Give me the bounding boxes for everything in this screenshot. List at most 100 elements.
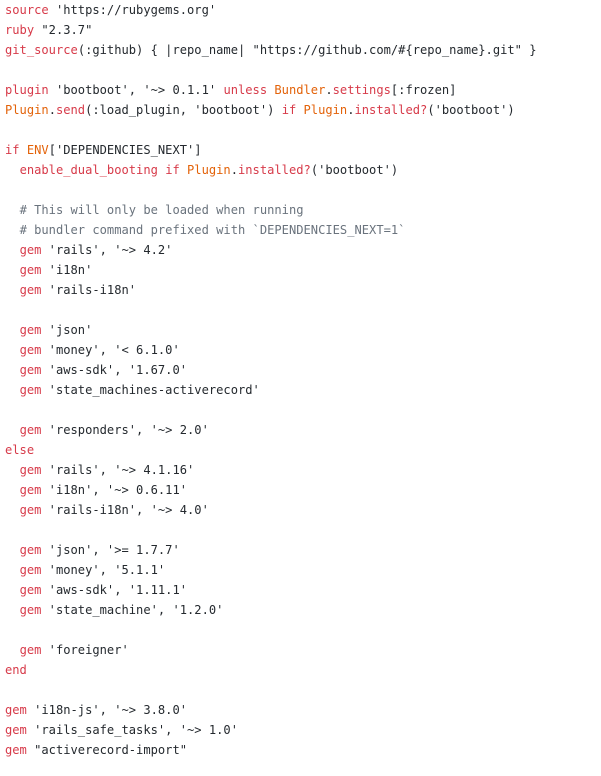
- text-token: (:load_plugin, 'bootboot'): [85, 103, 282, 117]
- keyword-token: gem: [19, 263, 42, 277]
- code-line: gem 'i18n', '~> 0.6.11': [5, 480, 601, 500]
- text-token: [5, 163, 20, 177]
- text-token: 'state_machine', '1.2.0': [41, 603, 224, 617]
- text-token: .: [230, 163, 238, 177]
- code-line: Plugin.send(:load_plugin, 'bootboot') if…: [5, 100, 601, 120]
- text-token: 'rails', '~> 4.1.16': [41, 463, 195, 477]
- text-token: 'rails-i18n', '~> 4.0': [41, 503, 209, 517]
- keyword-token: gem: [5, 743, 27, 757]
- text-token: [5, 383, 20, 397]
- code-line: gem 'rails_safe_tasks', '~> 1.0': [5, 720, 601, 740]
- code-line: gem 'json', '>= 1.7.7': [5, 540, 601, 560]
- keyword-token: gem: [19, 283, 42, 297]
- text-token: [296, 103, 303, 117]
- text-token: [5, 243, 20, 257]
- keyword-token: gem: [19, 483, 42, 497]
- text-token: 'aws-sdk', '1.11.1': [41, 583, 188, 597]
- text-token: 'i18n-js', '~> 3.8.0': [26, 703, 188, 717]
- code-line: gem 'rails', '~> 4.2': [5, 240, 601, 260]
- code-line: else: [5, 440, 601, 460]
- keyword-token: if: [165, 163, 180, 177]
- code-line: gem 'foreigner': [5, 640, 601, 660]
- keyword-token: gem: [19, 503, 42, 517]
- text-token: "2.3.7": [34, 23, 93, 37]
- text-token: 'i18n': [41, 263, 93, 277]
- text-token: [5, 483, 20, 497]
- code-line: [5, 120, 601, 140]
- text-token: 'https://rubygems.org': [48, 3, 217, 17]
- text-token: [5, 643, 20, 657]
- code-line: if ENV['DEPENDENCIES_NEXT']: [5, 140, 601, 160]
- code-line: end: [5, 660, 601, 680]
- constant-token: Bundler: [274, 83, 326, 97]
- text-token: (:github) { |repo_name| "https://github.…: [77, 43, 537, 57]
- text-token: [5, 323, 20, 337]
- constant-token: Plugin: [5, 103, 49, 117]
- code-line: gem 'rails-i18n', '~> 4.0': [5, 500, 601, 520]
- code-line: enable_dual_booting if Plugin.installed?…: [5, 160, 601, 180]
- keyword-token: send: [55, 103, 86, 117]
- text-token: .: [347, 103, 355, 117]
- keyword-token: gem: [5, 723, 27, 737]
- text-token: [5, 543, 20, 557]
- code-line: [5, 400, 601, 420]
- keyword-token: if: [5, 143, 20, 157]
- text-token: 'json', '>= 1.7.7': [41, 543, 180, 557]
- text-token: .: [325, 83, 333, 97]
- keyword-token: gem: [19, 363, 42, 377]
- text-token: ['DEPENDENCIES_NEXT']: [48, 143, 202, 157]
- keyword-token: else: [5, 443, 35, 457]
- text-token: .: [48, 103, 56, 117]
- keyword-token: installed?: [238, 163, 311, 177]
- code-line: [5, 300, 601, 320]
- code-line: git_source(:github) { |repo_name| "https…: [5, 40, 601, 60]
- code-line: gem 'i18n': [5, 260, 601, 280]
- code-line: gem 'json': [5, 320, 601, 340]
- keyword-token: gem: [19, 343, 42, 357]
- constant-token: ENV: [26, 143, 49, 157]
- text-token: "activerecord-import": [26, 743, 188, 757]
- text-token: 'i18n', '~> 0.6.11': [41, 483, 188, 497]
- code-line: gem "activerecord-import": [5, 740, 601, 760]
- text-token: 'bootboot', '~> 0.1.1': [48, 83, 224, 97]
- keyword-token: gem: [19, 243, 42, 257]
- code-line: gem 'rails', '~> 4.1.16': [5, 460, 601, 480]
- keyword-token: gem: [19, 643, 42, 657]
- text-token: ('bootboot'): [310, 163, 399, 177]
- text-token: ('bootboot'): [427, 103, 515, 117]
- text-token: [5, 583, 20, 597]
- code-line: [5, 180, 601, 200]
- code-line: gem 'money', '< 6.1.0': [5, 340, 601, 360]
- code-line: [5, 680, 601, 700]
- keyword-token: source: [5, 3, 49, 17]
- keyword-token: enable_dual_booting: [19, 163, 158, 177]
- code-line: gem 'i18n-js', '~> 3.8.0': [5, 700, 601, 720]
- comment-token: # bundler command prefixed with `DEPENDE…: [19, 223, 406, 237]
- text-token: [5, 223, 20, 237]
- code-line: # This will only be loaded when running: [5, 200, 601, 220]
- constant-token: Plugin: [303, 103, 348, 117]
- keyword-token: gem: [19, 323, 42, 337]
- text-token: [:frozen]: [390, 83, 457, 97]
- text-token: [5, 263, 20, 277]
- code-line: [5, 520, 601, 540]
- text-token: 'state_machines-activerecord': [41, 383, 260, 397]
- keyword-token: gem: [19, 463, 42, 477]
- code-line: gem 'state_machines-activerecord': [5, 380, 601, 400]
- code-line: gem 'state_machine', '1.2.0': [5, 600, 601, 620]
- code-line: source 'https://rubygems.org': [5, 0, 601, 20]
- code-line: ruby "2.3.7": [5, 20, 601, 40]
- keyword-token: gem: [19, 583, 42, 597]
- text-token: 'money', '< 6.1.0': [41, 343, 180, 357]
- code-line: gem 'responders', '~> 2.0': [5, 420, 601, 440]
- text-token: [20, 143, 27, 157]
- code-line: # bundler command prefixed with `DEPENDE…: [5, 220, 601, 240]
- code-line: [5, 60, 601, 80]
- text-token: [5, 423, 20, 437]
- text-token: [5, 283, 20, 297]
- text-token: 'json': [41, 323, 93, 337]
- keyword-token: git_source: [5, 43, 78, 57]
- text-token: [5, 363, 20, 377]
- text-token: 'foreigner': [41, 643, 129, 657]
